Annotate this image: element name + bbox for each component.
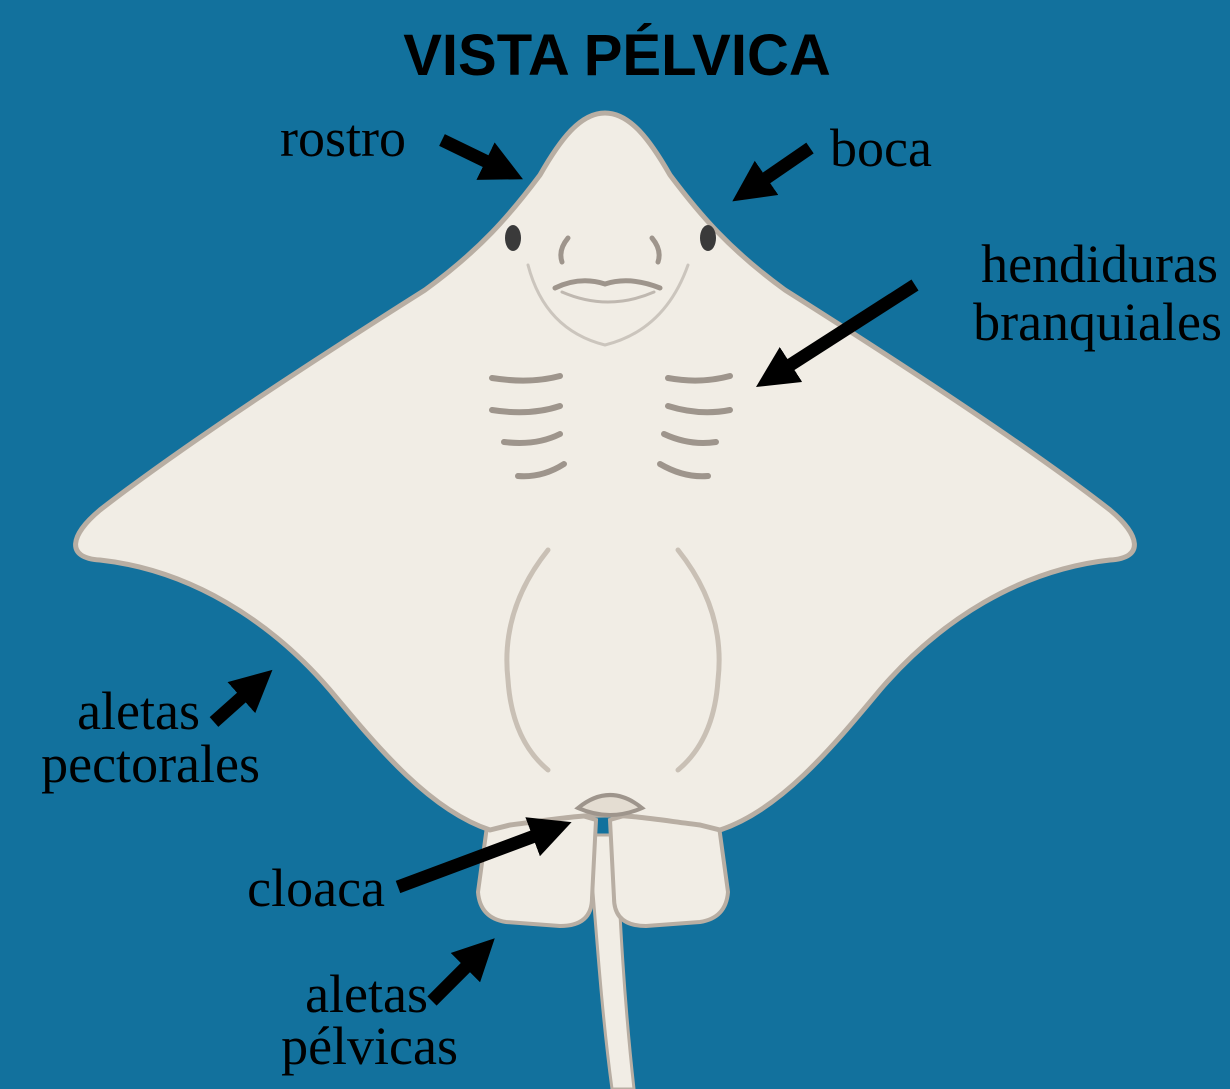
eye-right: [700, 225, 716, 251]
label-aletas-pelvicas-1: aletas: [305, 964, 428, 1024]
label-branquiales: branquiales: [973, 292, 1222, 352]
label-rostro: rostro: [280, 108, 406, 168]
label-hendiduras: hendiduras: [981, 234, 1218, 294]
label-cloaca: cloaca: [247, 858, 385, 918]
label-aletas-pelvicas-2: pélvicas: [281, 1016, 458, 1076]
label-aletas-pectorales-1: aletas: [77, 681, 200, 741]
diagram-title: VISTA PÉLVICA: [403, 23, 831, 88]
label-boca: boca: [830, 118, 932, 178]
eye-left: [505, 225, 521, 251]
label-aletas-pectorales-2: pectorales: [41, 734, 260, 794]
